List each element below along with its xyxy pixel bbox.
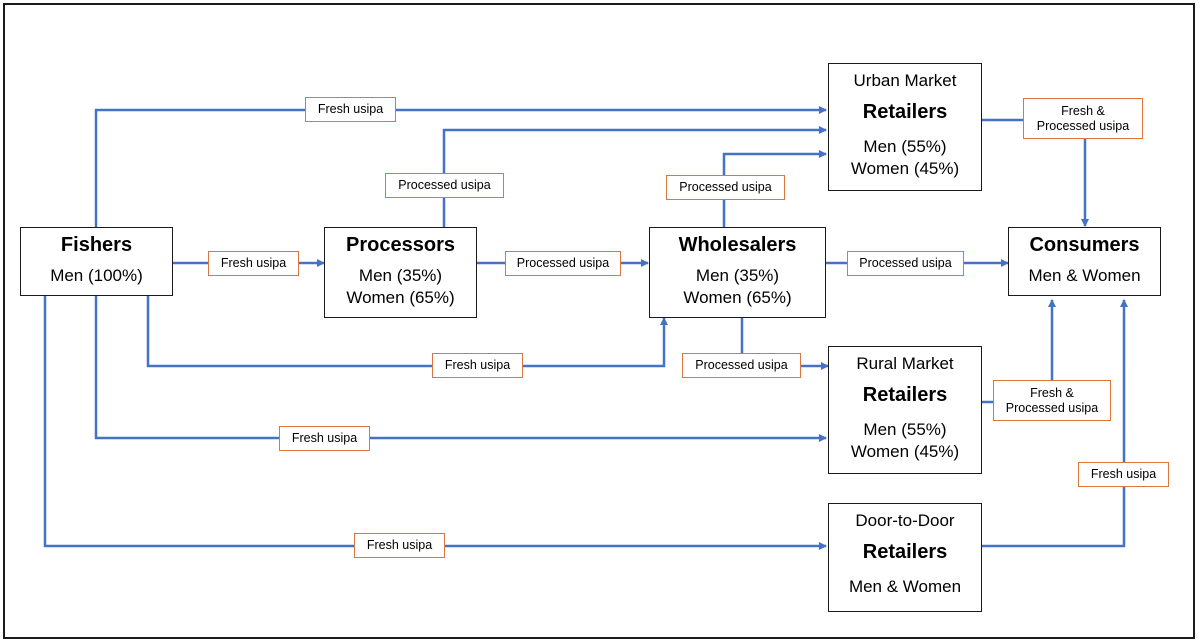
arrow-fishers-to-rural <box>94 295 827 442</box>
rural-retailers-box: Rural Market Retailers Men (55%) Women (… <box>828 346 982 474</box>
edge-label-urban-to-consumers: Fresh & Processed usipa <box>1023 98 1143 139</box>
wholesalers-women: Women (65%) <box>683 288 792 307</box>
edge-label-wholesale-to-rural: Processed usipa <box>682 353 801 378</box>
consumers-gender: Men & Women <box>1028 266 1141 285</box>
arrow-fishers-to-wholesalers <box>146 295 668 368</box>
rural-men: Men (55%) <box>863 420 947 439</box>
fishers-box: Fishers Men (100%) <box>20 227 173 296</box>
consumers-title: Consumers <box>1029 234 1140 256</box>
wholesalers-title: Wholesalers <box>678 234 797 256</box>
urban-market-label: Urban Market <box>853 71 957 90</box>
urban-women: Women (45%) <box>850 159 960 178</box>
urban-retailers-box: Urban Market Retailers Men (55%) Women (… <box>828 63 982 191</box>
rural-women: Women (45%) <box>850 442 960 461</box>
edge-label-fresh-to-wholesalers: Fresh usipa <box>432 353 523 378</box>
edge-label-processed-to-urban: Processed usipa <box>385 173 504 198</box>
arrow-door-to-consumers <box>982 299 1128 548</box>
fishers-share: Men (100%) <box>50 266 143 285</box>
processors-title: Processors <box>346 234 455 256</box>
edge-label-rural-to-consumers: Fresh & Processed usipa <box>993 380 1111 421</box>
diagram-frame <box>3 3 1195 639</box>
edge-label-fresh-to-processors: Fresh usipa <box>208 251 299 276</box>
processors-men: Men (35%) <box>358 266 443 285</box>
edge-label-wholesale-to-consumers: Processed usipa <box>847 251 964 276</box>
door-to-door-label: Door-to-Door <box>855 511 955 530</box>
consumers-box: Consumers Men & Women <box>1008 227 1161 296</box>
edge-label-processed-to-wholesalers: Processed usipa <box>505 251 621 276</box>
edge-label-fresh-top: Fresh usipa <box>305 97 396 122</box>
processors-women: Women (65%) <box>346 288 455 307</box>
edge-label-fresh-to-door: Fresh usipa <box>354 533 445 558</box>
wholesalers-box: Wholesalers Men (35%) Women (65%) <box>649 227 826 318</box>
edge-label-fresh-to-rural: Fresh usipa <box>279 426 370 451</box>
edge-label-door-to-consumers: Fresh usipa <box>1078 462 1169 487</box>
urban-retailers-title: Retailers <box>862 101 948 123</box>
door-gender: Men & Women <box>848 577 962 596</box>
arrow-fishers-to-urban <box>94 106 827 228</box>
fishers-title: Fishers <box>60 234 133 256</box>
door-retailers-title: Retailers <box>862 541 948 563</box>
arrow-fishers-to-door <box>43 295 827 550</box>
arrow-wholesalers-to-urban <box>722 150 827 228</box>
rural-retailers-title: Retailers <box>862 384 948 406</box>
wholesalers-men: Men (35%) <box>695 266 780 285</box>
rural-market-label: Rural Market <box>856 354 954 373</box>
processors-box: Processors Men (35%) Women (65%) <box>324 227 477 318</box>
edge-label-wholesale-to-urban: Processed usipa <box>666 175 785 200</box>
door-retailers-box: Door-to-Door Retailers Men & Women <box>828 503 982 612</box>
urban-men: Men (55%) <box>863 137 947 156</box>
